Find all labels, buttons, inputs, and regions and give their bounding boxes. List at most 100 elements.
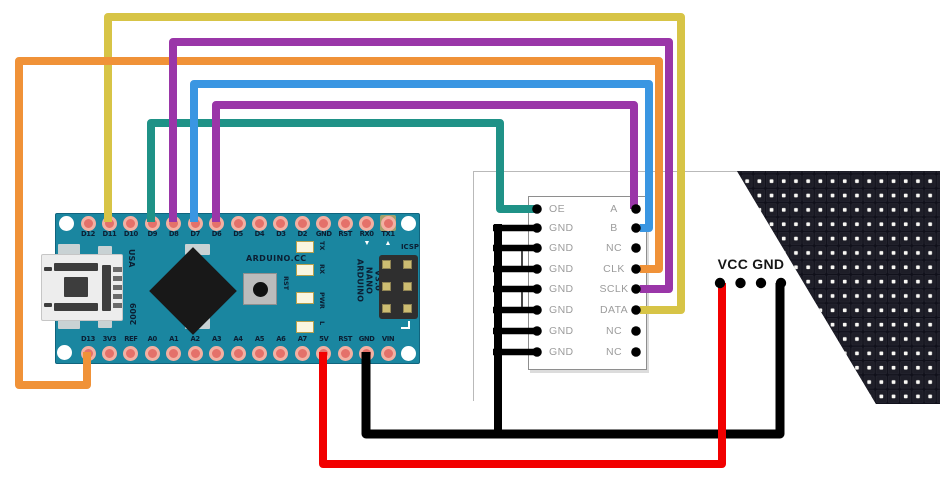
pin-label-A6-bottom: A6: [276, 335, 286, 343]
brand-text: ARDUINO.CC: [246, 254, 307, 263]
mounting-hole: [400, 345, 416, 361]
panel-outline-left: [473, 171, 474, 401]
pin-D4-top: [251, 215, 267, 231]
pin-label-D3-top: D3: [276, 230, 286, 238]
connector-right-label-6: NC: [606, 325, 622, 337]
pin-label-A5-bottom: A5: [254, 335, 265, 343]
icsp-label: ICSP: [400, 243, 419, 251]
connector-right-label-1: B: [610, 222, 618, 234]
power-pin-dot-2: [755, 277, 767, 289]
pin-label-RST-top: RST: [338, 230, 352, 238]
mounting-hole: [56, 344, 72, 360]
pin-A3-bottom: [209, 345, 225, 361]
connector-right-label-2: NC: [606, 242, 622, 254]
pin-label-D4-top: D4: [254, 230, 265, 238]
connector-left-label-5: GND: [549, 304, 574, 316]
connector-left-label-6: GND: [549, 325, 574, 337]
connector-left-label-3: GND: [549, 263, 574, 275]
pin-label-TX1-top: TX1: [381, 230, 395, 238]
pin-label-A7-bottom: A7: [297, 335, 308, 343]
connector-right-label-5: DATA: [599, 304, 629, 316]
led-rx: [296, 264, 314, 276]
connector-left-label-0: OE: [549, 203, 565, 215]
pin-label-A2-bottom: A2: [190, 335, 201, 343]
usa-text: USA: [127, 249, 136, 268]
panel-outline-top: [473, 171, 745, 172]
icsp-pin: [381, 281, 391, 291]
pin-A6-bottom: [273, 345, 289, 361]
pin-D2-top: [294, 215, 310, 231]
pin-RST-bottom: [337, 345, 353, 361]
usb-contact: [113, 294, 122, 299]
pin-A4-bottom: [230, 345, 246, 361]
usb-logo-bar: [54, 263, 98, 271]
pin-D13-bottom: [80, 345, 96, 361]
pin-D11-top: [101, 215, 117, 231]
icsp-pin: [381, 303, 391, 313]
icsp-pin: [402, 303, 412, 313]
reset-button-cap: [252, 281, 268, 297]
pin-label-D11-top: D11: [102, 230, 117, 238]
usb-contact: [113, 276, 122, 281]
pin-D5-top: [230, 215, 246, 231]
pin-label-RST-bottom: RST: [338, 335, 352, 343]
pin-RX0-top: [359, 215, 375, 231]
led-label-tx: TX: [318, 241, 326, 251]
led-label-pwr: PWR: [318, 292, 326, 309]
pin-label-A0-bottom: A0: [147, 335, 158, 343]
connector-right-label-4: SCLK: [599, 283, 629, 295]
pin-RST-top: [337, 215, 353, 231]
pin-label-A4-bottom: A4: [233, 335, 243, 343]
pin-label-REF-bottom: REF: [124, 335, 138, 343]
pin-A5-bottom: [251, 345, 267, 361]
pin-label-RX0-top: RX0: [359, 230, 374, 238]
model-line: ARDUINO: [355, 258, 365, 303]
led-label-rx: RX: [318, 264, 326, 275]
pin-REF-bottom: [123, 345, 139, 361]
icsp-pin: [402, 259, 412, 269]
pin-label-D13-bottom: D13: [81, 335, 95, 343]
pin-label-D7-top: D7: [190, 230, 200, 238]
mini-usb-connector: [41, 254, 123, 321]
pin-D12-top: [80, 215, 96, 231]
icsp-pin1-marker: [401, 321, 410, 329]
pin-VIN-bottom: [380, 345, 396, 361]
pin-A0-bottom: [144, 345, 160, 361]
usb-contact: [113, 285, 122, 290]
pin-5V-bottom: [316, 345, 332, 361]
pin-D9-top: [144, 215, 160, 231]
pin-label-D12-top: D12: [81, 230, 95, 238]
model-line: NANO: [364, 266, 374, 295]
pin-D7-top: [187, 215, 203, 231]
pin-label-A3-bottom: A3: [211, 335, 222, 343]
pin-3V3-bottom: [101, 345, 117, 361]
pin-A1-bottom: [166, 345, 182, 361]
pin-GND-bottom: [359, 345, 375, 361]
pin-label-D8-top: D8: [168, 230, 179, 238]
connector-right-label-7: NC: [606, 346, 622, 358]
pin-GND-top: [316, 215, 332, 231]
pin-label-D10-top: D10: [123, 230, 138, 238]
connector-right-label-0: A: [610, 203, 618, 215]
power-pin-dot-0: [714, 277, 726, 289]
pin-D10-top: [123, 215, 139, 231]
power-pins-label: VCC GND: [717, 256, 785, 272]
power-pin-dot-1: [735, 277, 746, 289]
pin-label-D6-top: D6: [211, 230, 222, 238]
rx-direction-marker: ▼: [363, 240, 371, 247]
usb-socket-slot: [102, 265, 111, 311]
pin-A2-bottom: [187, 345, 203, 361]
mounting-hole: [400, 215, 416, 231]
usb-contact: [113, 303, 122, 308]
pin-label-GND-top: GND: [315, 230, 332, 238]
icsp-pin: [402, 281, 412, 291]
connector-right-label-3: CLK: [603, 263, 625, 275]
usb-logo-tick: [44, 267, 52, 271]
year-text: 2009: [129, 302, 138, 326]
pin-label-D5-top: D5: [233, 230, 243, 238]
usb-contact: [113, 267, 122, 272]
led-pwr: [296, 292, 314, 304]
led-l: [296, 321, 314, 333]
